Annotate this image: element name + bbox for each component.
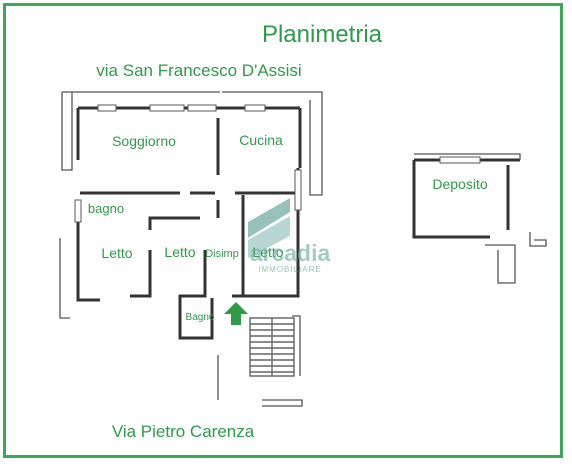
room-letto-1: Letto xyxy=(101,245,132,261)
room-disimpegno: Disimp xyxy=(205,248,239,260)
room-bagno: Bagno xyxy=(186,312,215,323)
street-bottom-label: Via Pietro Carenza xyxy=(112,422,255,441)
staircase xyxy=(249,317,295,377)
room-cucina: Cucina xyxy=(239,132,283,148)
main-apartment-walls xyxy=(59,91,323,407)
page-border xyxy=(3,3,563,458)
room-deposito: Deposito xyxy=(432,176,487,192)
plan-title: Planimetria xyxy=(262,21,383,48)
room-letto-3: Letto xyxy=(252,244,283,260)
watermark-tagline: IMMOBILIARE xyxy=(258,265,321,274)
room-bagno-small: bagno xyxy=(88,201,124,216)
room-letto-2: Letto xyxy=(164,244,195,260)
up-arrow-icon xyxy=(224,302,248,325)
room-soggiorno: Soggiorno xyxy=(112,133,176,149)
arcadia-logo-icon xyxy=(248,198,290,258)
watermark-brand: arcadia xyxy=(250,240,331,266)
street-top-label: via San Francesco D'Assisi xyxy=(96,61,301,80)
deposito-walls xyxy=(412,153,547,284)
